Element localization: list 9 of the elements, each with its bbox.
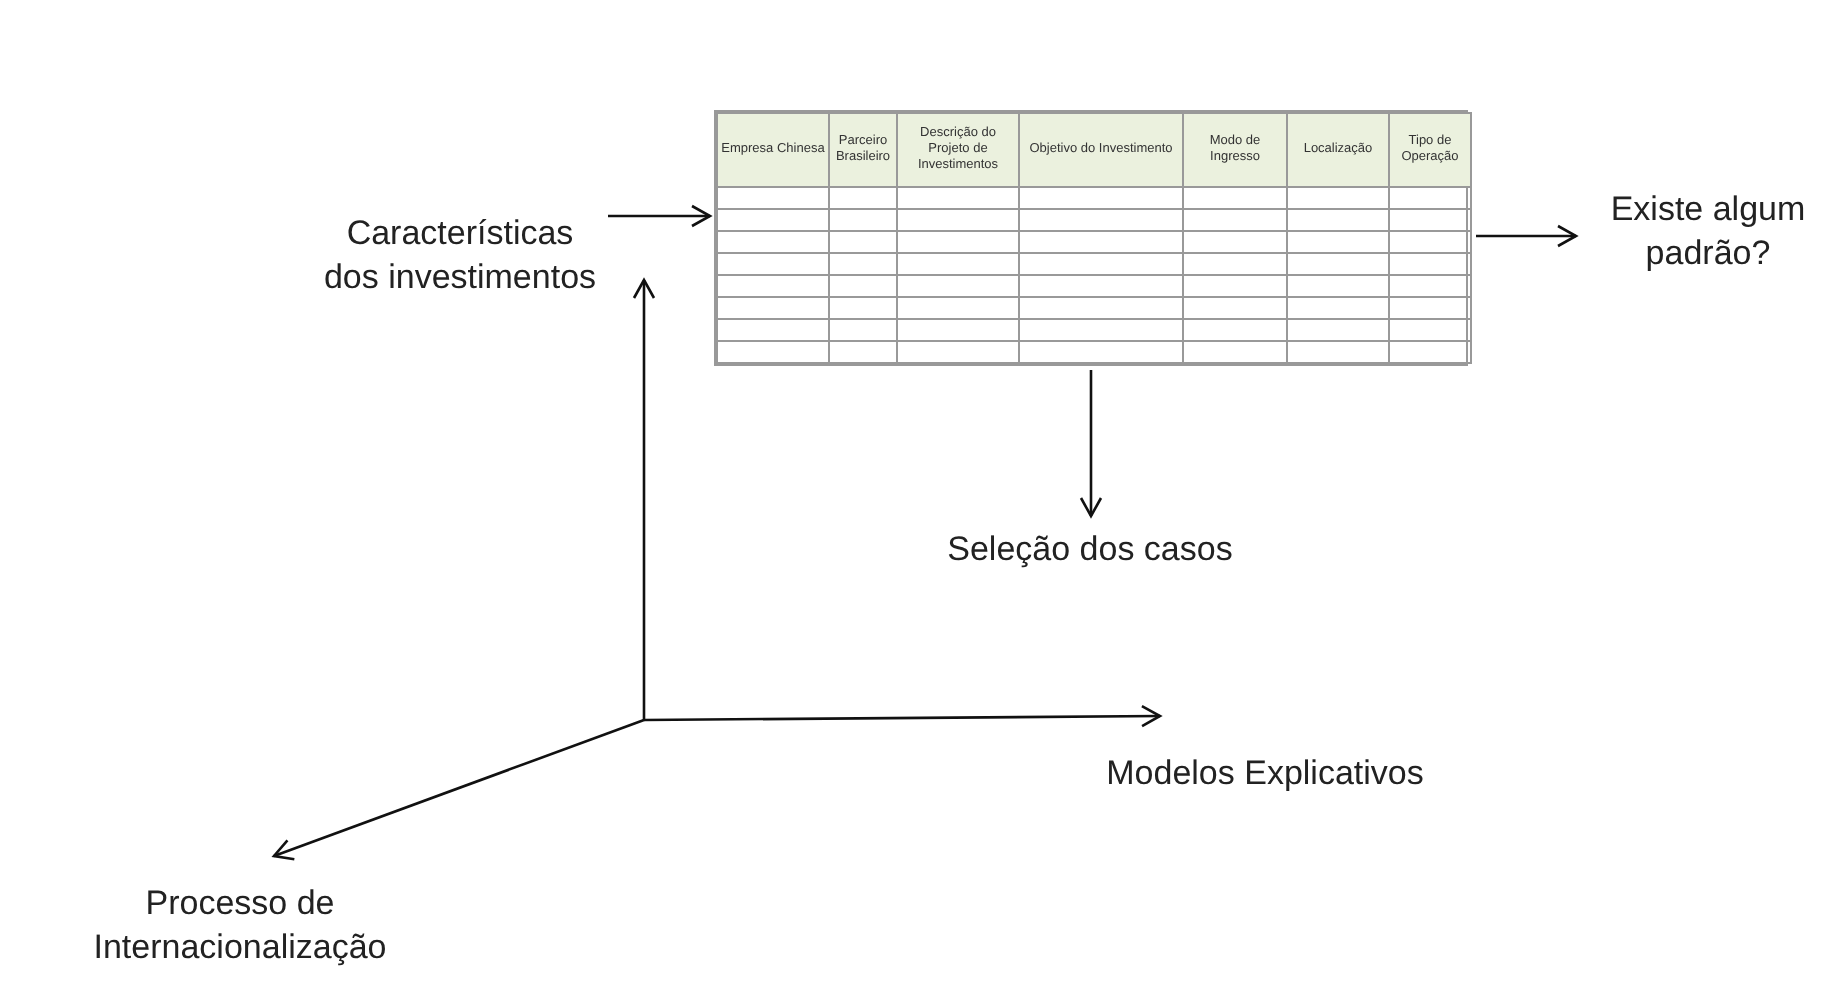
axis-label: Modelos Explicativos [1104,752,1426,796]
step-text: Seleção dos casos [924,520,1256,580]
question-text: Existe algum padrão? [1580,188,1836,308]
arrow [1079,370,1103,518]
axis-label: Processo de Internacionalização [91,882,389,970]
data-table [714,110,1468,366]
arrow [1476,224,1578,248]
arrow [608,204,712,228]
axis-label: Características dos investimentos [320,168,600,320]
